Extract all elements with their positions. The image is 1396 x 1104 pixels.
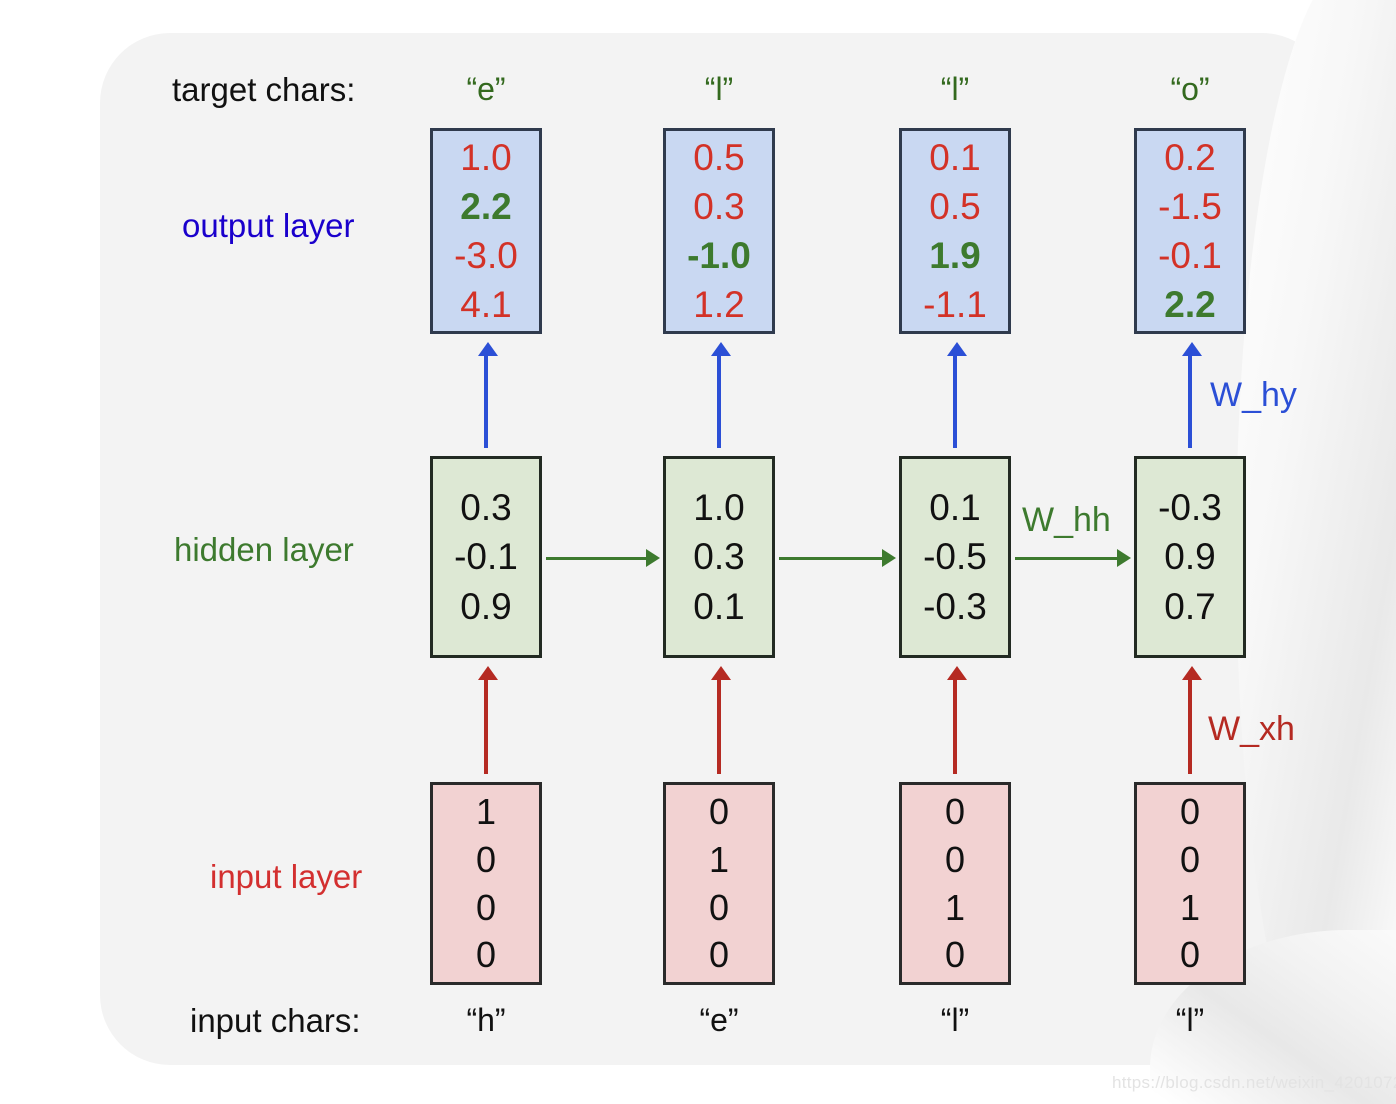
vector-value: 0 [475,838,497,880]
vector-value: 0 [475,886,497,928]
vector-value: 0.3 [460,487,512,529]
vector-value: -0.5 [923,536,987,578]
input-vector-0: 1 0 0 0 [430,782,542,985]
hidden-vector-1: 1.0 0.3 0.1 [663,456,775,658]
vector-value: 0 [708,934,730,976]
arrow-head [947,342,967,356]
arrow-shaft [779,557,883,560]
weight-label-w-hh: W_hh [1022,501,1111,539]
arrow-head [1182,342,1202,356]
arrow-shaft [953,678,957,774]
row-label-hidden-layer: hidden layer [174,531,354,568]
weight-label-w-xh: W_xh [1208,710,1295,748]
arrow-shaft [717,354,721,448]
vector-value: -1.1 [923,284,987,326]
vector-value: -1.0 [687,235,751,276]
arrow-head [646,549,660,567]
vector-value: -3.0 [454,235,518,276]
vector-value: -0.3 [923,585,987,627]
arrow-shaft [717,678,721,774]
vector-value: 1.0 [693,487,745,529]
hidden-vector-0: 0.3 -0.1 0.9 [430,456,542,658]
arrow-shaft [546,557,647,560]
vector-value: 0.5 [929,185,981,227]
input-char-3: “l” [1175,1002,1205,1038]
vector-value: 0.5 [693,136,745,178]
vector-value: 1.0 [460,136,512,178]
vector-value: 0 [944,790,966,832]
input-vector-2: 0 0 1 0 [899,782,1011,985]
vector-value: 1 [475,790,497,832]
arrow-head [1117,549,1131,567]
vector-value: 0.2 [1164,136,1216,178]
vector-value: 0.9 [1164,536,1216,578]
arrow-shaft [484,678,488,774]
vector-value: -1.5 [1158,185,1222,227]
output-vector-2: 0.1 0.5 1.9 -1.1 [899,128,1011,334]
vector-value: 1.2 [693,284,745,326]
vector-value: 0 [475,934,497,976]
arrow-head [478,666,498,680]
input-char-1: “e” [699,1002,739,1038]
arrow-shaft [484,354,488,448]
vector-value: 0 [944,934,966,976]
weight-label-w-hy: W_hy [1210,376,1297,414]
target-char-0: “e” [466,71,506,107]
vector-value: 0.7 [1164,585,1216,627]
watermark: https://blog.csdn.net/weixin_42010722 [1112,1073,1396,1092]
arrow-head [711,666,731,680]
arrow-head [1182,666,1202,680]
vector-value: 0.1 [929,136,981,178]
row-label-input-chars: input chars: [190,1002,361,1039]
vector-value: 0.3 [693,185,745,227]
target-char-1: “l” [704,71,734,107]
arrow-head [478,342,498,356]
arrow-shaft [1015,557,1118,560]
input-char-2: “l” [940,1002,970,1038]
input-vector-3: 0 0 1 0 [1134,782,1246,985]
vector-value: -0.1 [454,536,518,578]
vector-value: 0 [944,838,966,880]
vector-value: -0.1 [1158,235,1222,276]
vector-value: 0.3 [693,536,745,578]
vector-value: 0 [708,790,730,832]
vector-value: -0.3 [1158,487,1222,529]
vector-value: 0.9 [460,585,512,627]
arrow-head [882,549,896,567]
vector-value: 1.9 [929,235,981,276]
vector-value: 0 [1179,934,1201,976]
arrow-head [711,342,731,356]
target-char-3: “o” [1170,71,1210,107]
row-label-target-chars: target chars: [172,71,356,108]
vector-value: 4.1 [460,284,512,326]
vector-value: 2.2 [460,185,512,227]
vector-value: 2.2 [1164,284,1216,326]
row-label-input-layer: input layer [210,858,363,895]
vector-value: 1 [1179,886,1201,928]
arrow-shaft [1188,354,1192,448]
vector-value: 0 [1179,790,1201,832]
input-vector-1: 0 1 0 0 [663,782,775,985]
vector-value: 0 [708,886,730,928]
output-vector-1: 0.5 0.3 -1.0 1.2 [663,128,775,334]
row-label-output-layer: output layer [182,207,355,244]
hidden-vector-3: -0.3 0.9 0.7 [1134,456,1246,658]
vector-value: 1 [708,838,730,880]
arrow-shaft [953,354,957,448]
target-char-2: “l” [940,71,970,107]
vector-value: 0.1 [929,487,981,529]
vector-value: 0 [1179,838,1201,880]
arrow-shaft [1188,678,1192,774]
vector-value: 0.1 [693,585,745,627]
arrow-head [947,666,967,680]
hidden-vector-2: 0.1 -0.5 -0.3 [899,456,1011,658]
output-vector-3: 0.2 -1.5 -0.1 2.2 [1134,128,1246,334]
vector-value: 1 [944,886,966,928]
output-vector-0: 1.0 2.2 -3.0 4.1 [430,128,542,334]
input-char-0: “h” [466,1002,506,1038]
